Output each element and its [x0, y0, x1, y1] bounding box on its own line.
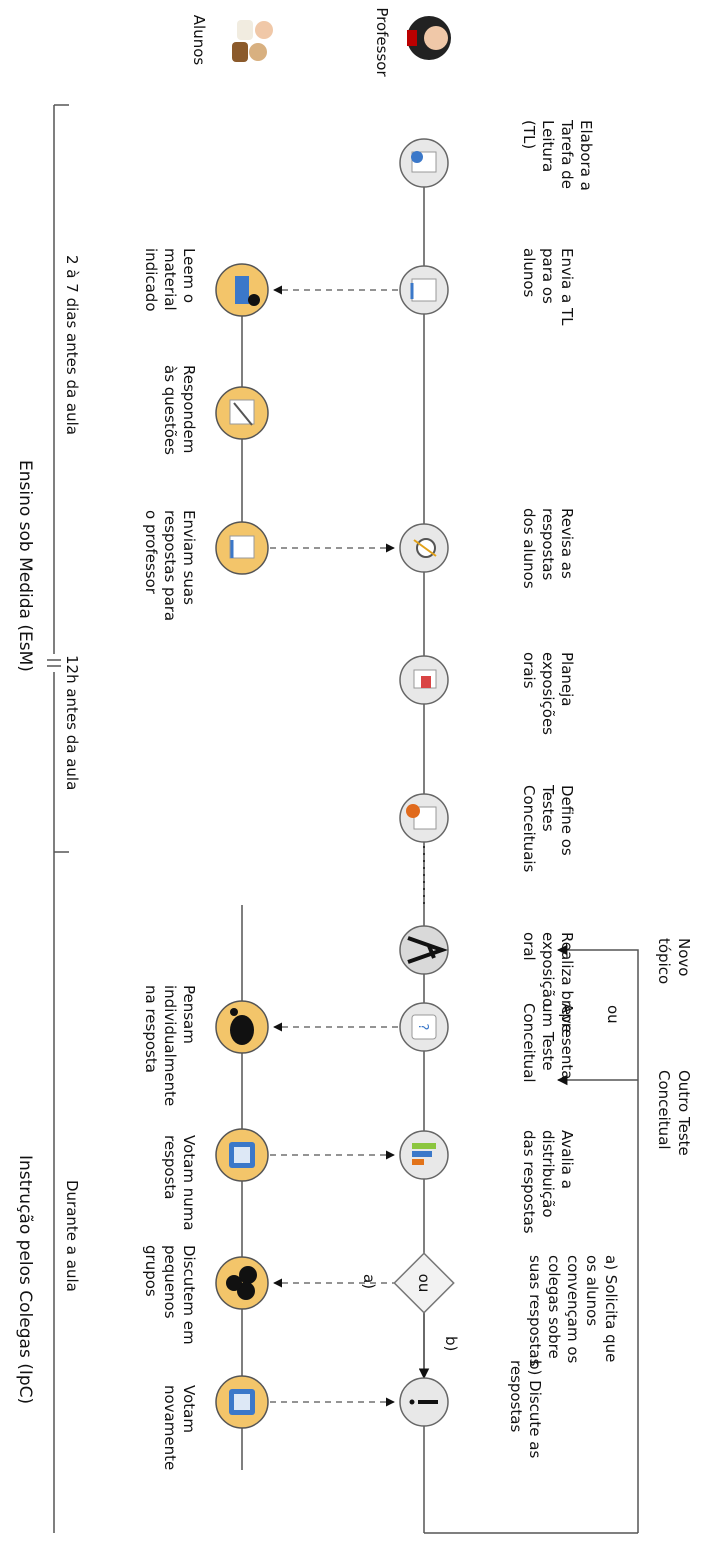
teacher-step-8-line-3: das respostas [520, 1130, 538, 1234]
label-b: b) [442, 1336, 460, 1351]
node-elabora-tl [399, 138, 449, 188]
method-esm: Ensino sob Medida (EsM) [15, 460, 35, 672]
teacher-step-3-line-1: Revisa as [558, 508, 576, 579]
node-apresenta-teste: ? [399, 1002, 449, 1052]
student-step-5-line-2: resposta [161, 1135, 179, 1199]
student-step-6-line-1: Discutem em [180, 1245, 198, 1345]
student-step-7-line-1: Votam [180, 1385, 198, 1433]
label-a: a) [360, 1274, 378, 1289]
teacher-step-4-line-2: exposições [539, 652, 557, 735]
svg-text:?: ? [415, 1024, 430, 1031]
node-define-testes [399, 793, 449, 843]
student-step-1-line-1: Leem o [180, 248, 198, 303]
loop-new-topic-line1: Novo [675, 938, 693, 976]
node-leem-material [215, 263, 269, 317]
method-ipc: Instrução pelos Colegas (IpC) [15, 1155, 35, 1404]
student-step-1-line-2: material [161, 248, 179, 311]
branch-a-line-3: convençam os [564, 1255, 582, 1364]
node-votam-resposta [215, 1128, 269, 1182]
teacher-step-2-line-2: para os [539, 248, 557, 304]
teacher-step-1-line-1: Elabora a [577, 120, 595, 191]
teacher-step-5-line-3: Conceituais [520, 785, 538, 873]
teacher-step-4-line-1: Planeja [558, 652, 576, 707]
teacher-step-3-line-2: respostas [539, 508, 557, 580]
node-discutem [215, 1256, 269, 1310]
loop-new-topic-line2: tópico [655, 938, 673, 984]
teacher-step-1-line-2: Tarefa de [558, 119, 576, 189]
node-exposicao-oral [399, 925, 449, 975]
teacher-step-2-line-3: alunos [520, 248, 538, 298]
teacher-icon [407, 16, 451, 60]
student-step-5-line-1: Votam numa [180, 1135, 198, 1231]
student-step-3-line-3: o professor [142, 510, 160, 595]
teacher-step-1-line-4: (TL) [520, 120, 538, 149]
teacher-step-8-line-1: Avalia a [558, 1130, 576, 1189]
node-enviam-respostas [215, 521, 269, 575]
branch-a-line-2: os alunos [583, 1255, 601, 1326]
branch-a-line-5: suas respostas [526, 1255, 544, 1367]
student-step-6-line-2: pequenos [161, 1245, 179, 1319]
student-step-7-line-2: novamente [161, 1385, 179, 1470]
node-pensam [215, 1000, 269, 1054]
branch-b-line-2: respostas [507, 1360, 525, 1432]
node-avalia-distribuicao [399, 1130, 449, 1180]
student-step-4-line-3: na resposta [142, 985, 160, 1073]
student-step-2-line-2: às questões [161, 365, 179, 455]
loop-other-test-line2: Conceitual [655, 1070, 673, 1150]
decision-label: ou [415, 1274, 433, 1293]
teacher-step-6-line-3: oral [520, 932, 538, 961]
node-envia-tl [399, 265, 449, 315]
timeline-right: Durante a aula [63, 1180, 81, 1292]
branch-a-line-4: colegas sobre [545, 1255, 563, 1359]
student-step-6-line-3: grupos [142, 1245, 160, 1297]
role-students: Alunos [190, 15, 208, 66]
teacher-step-1-line-3: Leitura [539, 120, 557, 172]
teacher-step-7-line-3: Conceitual [520, 1003, 538, 1083]
teacher-step-7-line-1: Apresenta [558, 1003, 576, 1079]
node-planeja-exposicoes [399, 655, 449, 705]
student-step-4-line-2: individualmente [161, 985, 179, 1106]
student-step-4-line-1: Pensam [180, 985, 198, 1044]
teacher-step-2-line-1: Envia a TL [558, 248, 576, 326]
student-step-3-line-1: Enviam suas [180, 510, 198, 605]
student-step-3-line-2: respostas para [161, 510, 179, 621]
teacher-step-7-line-2: um Teste [539, 1003, 557, 1071]
branch-b-line-1: b) Discute as [526, 1360, 544, 1458]
teacher-step-4-line-3: orais [520, 652, 538, 689]
teacher-step-8-line-2: distribuição [539, 1130, 557, 1218]
loop-new-topic [556, 944, 639, 1533]
teacher-step-6-line-2: exposição [539, 932, 557, 1007]
node-respondem [215, 386, 269, 440]
branch-a-line-1: a) Solicita que [602, 1255, 620, 1362]
student-step-1-line-3: indicado [142, 248, 160, 312]
loop-or-label: ou [604, 1005, 622, 1024]
teacher-step-5-line-2: Testes [539, 784, 557, 832]
timeline-middle: 12h antes da aula [63, 655, 81, 790]
node-votam-novamente [215, 1375, 269, 1429]
loop-other-test-line1: Outro Teste [675, 1070, 693, 1156]
node-discute-respostas [399, 1377, 449, 1427]
node-revisa-respostas [399, 523, 449, 573]
teacher-step-6-line-1: Realiza breve [558, 932, 576, 1033]
students-icon [232, 20, 273, 62]
teacher-step-5-line-1: Define os [558, 785, 576, 856]
node-decision: ou [393, 1252, 455, 1314]
student-step-2-line-1: Respondem [180, 365, 198, 453]
teacher-step-3-line-3: dos alunos [520, 508, 538, 589]
timeline-left: 2 à 7 dias antes da aula [63, 255, 81, 435]
role-teacher: Professor [373, 7, 391, 77]
